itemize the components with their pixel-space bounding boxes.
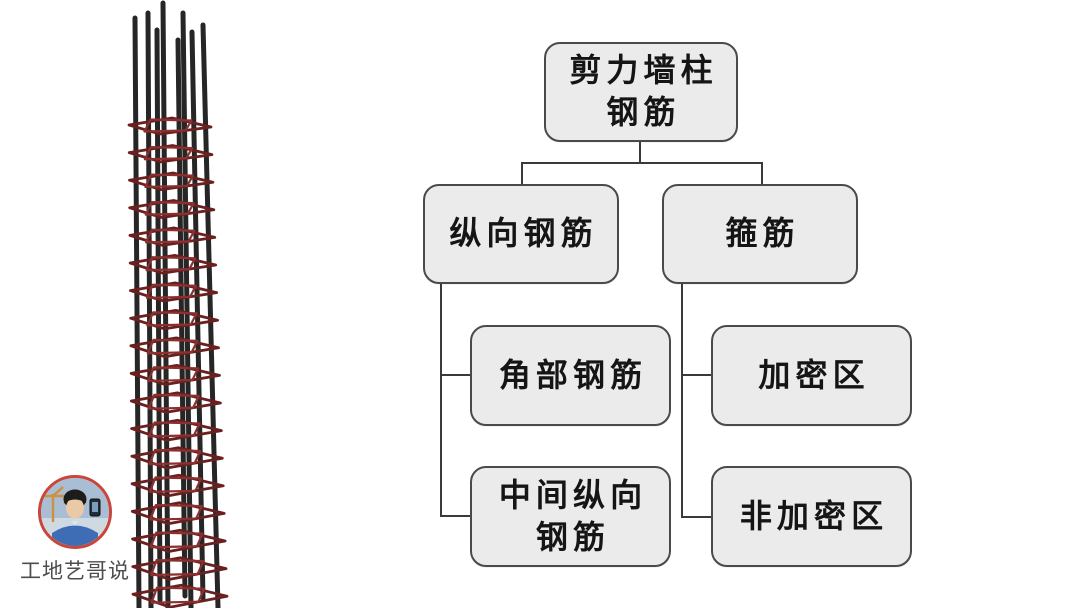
node-stirrups: 箍筋	[662, 184, 858, 284]
node-longitudinal-rebar: 纵向钢筋	[423, 184, 619, 284]
node-shear-wall-column-rebar: 剪力墙柱 钢筋	[544, 42, 738, 142]
connector-nondense-stub	[681, 516, 713, 518]
phone-icon	[89, 498, 101, 517]
connector-middle-stub	[440, 515, 472, 517]
node-non-densified-zone: 非加密区	[711, 466, 912, 567]
connector-dense-stub	[681, 374, 713, 376]
watermark-avatar	[38, 475, 112, 549]
node-label-line: 剪力墙柱	[569, 51, 718, 90]
connector-root-horizontal	[521, 162, 763, 164]
connector-root-vertical	[639, 141, 641, 164]
node-label: 角部钢筋	[498, 355, 648, 394]
watermark-caption: 工地艺哥说	[20, 559, 130, 583]
node-label: 加密区	[758, 355, 870, 394]
node-label: 非加密区	[739, 496, 889, 535]
node-densified-zone: 加密区	[711, 325, 912, 426]
stirrup-hoops	[127, 116, 229, 608]
rebar-column-illustration	[127, 0, 229, 608]
node-label-line: 钢筋	[535, 517, 611, 556]
connector-longitudinal-branch	[440, 282, 442, 517]
connector-stirrups-drop	[761, 162, 763, 186]
node-label-line: 钢筋	[606, 93, 681, 131]
connector-stirrups-branch	[681, 282, 683, 518]
person-avatar	[52, 489, 98, 546]
connector-corner-stub	[440, 374, 472, 376]
node-middle-longitudinal-rebar: 中间纵向 钢筋	[470, 466, 671, 567]
connector-longitudinal-drop	[521, 162, 523, 186]
node-label: 纵向钢筋	[449, 214, 598, 253]
avatar-ring	[38, 475, 112, 549]
node-label: 箍筋	[725, 214, 800, 253]
node-label-line: 中间纵向	[498, 475, 648, 514]
node-corner-rebar: 角部钢筋	[470, 325, 671, 426]
